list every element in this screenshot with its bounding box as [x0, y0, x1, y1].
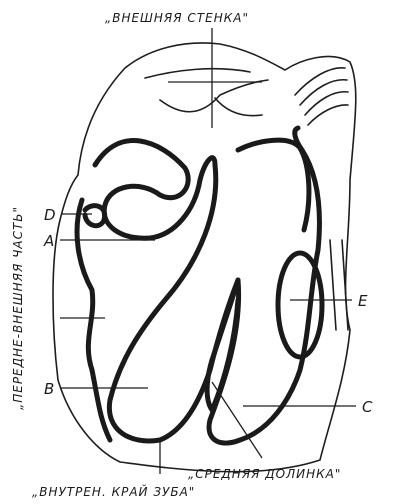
- top-ridge: [145, 69, 250, 78]
- enamel-right-loop: [238, 140, 309, 230]
- label-middle-valley: „СРЕДНЯЯ ДОЛИНКА": [188, 467, 341, 481]
- marker-c: C: [362, 398, 373, 416]
- marker-d-shape: [85, 206, 105, 226]
- enamel-anterior-lobe: [95, 141, 215, 239]
- upper-fold: [160, 80, 268, 112]
- enamel-central-loop: [109, 128, 319, 443]
- label-inner-edge: „ВНУТРЕН. КРАЙ ЗУБА": [32, 484, 195, 499]
- fossette-e: [278, 253, 322, 357]
- label-anterior-external: „ПЕРЕДНЕ-ВНЕШНЯЯ ЧАСТЬ": [11, 206, 25, 410]
- lead-line-valley: [212, 382, 262, 458]
- marker-d: D: [44, 206, 56, 224]
- upper-fold-2: [215, 98, 262, 116]
- marker-b: B: [44, 380, 54, 398]
- marker-a: A: [43, 232, 54, 250]
- marker-e: E: [358, 292, 368, 310]
- enamel-left-margin: [77, 200, 110, 440]
- label-outer-wall: „ВНЕШНЯЯ СТЕНКА": [105, 11, 249, 25]
